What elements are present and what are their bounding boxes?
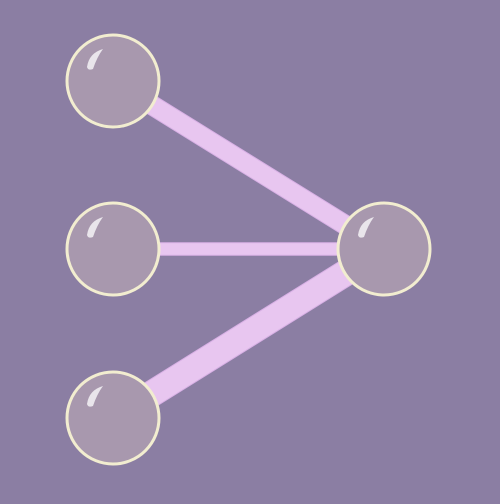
node-highlight — [358, 217, 374, 238]
node-input-1 — [65, 33, 161, 129]
node-highlight — [87, 49, 103, 70]
node-circle — [336, 201, 432, 297]
node-circle — [65, 201, 161, 297]
node-highlight — [87, 217, 103, 238]
edge-layer — [105, 72, 392, 430]
node-output — [336, 201, 432, 297]
node-input-2 — [65, 201, 161, 297]
node-input-3 — [65, 370, 161, 466]
node-circle — [65, 370, 161, 466]
node-highlight — [87, 386, 103, 407]
node-layer — [65, 33, 432, 466]
node-circle — [65, 33, 161, 129]
